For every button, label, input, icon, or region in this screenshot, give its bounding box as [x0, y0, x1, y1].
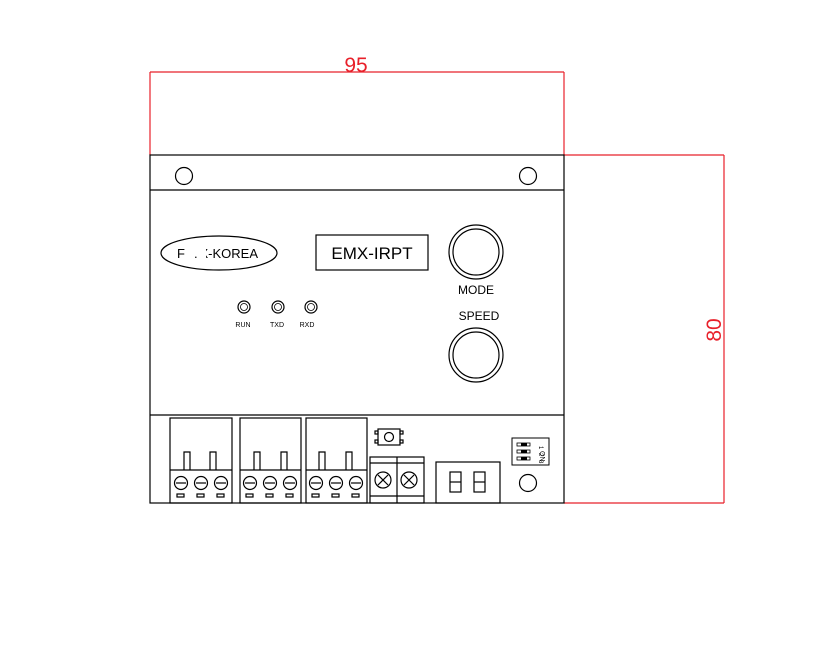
mode-button-inner — [452, 228, 500, 276]
connector — [435, 461, 501, 504]
terminal-block-3 — [305, 417, 368, 504]
terminal-block-2-housing — [239, 417, 302, 504]
width-dimension-label: 95 — [344, 54, 367, 77]
terminal-screw — [328, 475, 344, 491]
connector-housing — [435, 461, 501, 504]
led-run — [237, 300, 251, 314]
speed-button-label: SPEED — [459, 309, 500, 323]
height-dimension-label: 80 — [703, 318, 726, 341]
aux-hole — [518, 473, 538, 493]
terminal-wire-slot — [245, 493, 254, 498]
dip-switch-body — [511, 437, 550, 466]
model-label-box — [315, 234, 429, 271]
terminal-pin — [345, 451, 353, 470]
terminal-wire-slot — [351, 493, 360, 498]
terminal-block-2 — [239, 417, 302, 504]
led-txd-lens — [274, 303, 282, 311]
brand-logo: EMX-KOREA F . — [160, 235, 278, 271]
terminal-screw — [242, 475, 258, 491]
width-dimension — [149, 71, 565, 155]
mode-button-label: MODE — [458, 283, 494, 297]
dip-switch-knob-3 — [521, 457, 527, 460]
terminal-wire-slot — [285, 493, 294, 498]
tact-switch-leg — [399, 439, 404, 444]
terminal-screw — [282, 475, 298, 491]
tact-switch-leg — [374, 439, 379, 444]
dip-switch-number-1: 1 — [537, 446, 543, 450]
power-terminal-screw — [400, 471, 418, 489]
terminal-wire-slot — [216, 493, 225, 498]
dip-switch-knob-1 — [521, 443, 527, 446]
status-leds: RUN TXD RXD — [235, 300, 318, 329]
model-label: EMX-IRPT — [331, 244, 412, 263]
led-run-label: RUN — [235, 322, 250, 329]
mode-button[interactable] — [448, 224, 504, 280]
terminal-block-3-housing — [305, 417, 368, 504]
device-body — [149, 154, 565, 504]
tact-switch-button — [383, 431, 395, 443]
terminal-wire-slot — [196, 493, 205, 498]
terminal-screw — [262, 475, 278, 491]
mounting-hole-left — [174, 166, 194, 186]
terminal-wire-slot — [265, 493, 274, 498]
terminal-pin — [280, 451, 288, 470]
mounting-hole-right — [518, 166, 538, 186]
dip-switch[interactable]: 1 2 3 ON — [511, 437, 550, 466]
logo-partial-glyph: . — [194, 246, 198, 261]
speed-button[interactable] — [448, 327, 504, 383]
terminal-screw — [193, 475, 209, 491]
terminal-screw — [348, 475, 364, 491]
dip-switch-on-label: ON — [538, 451, 545, 462]
led-rxd-lens — [307, 303, 315, 311]
terminal-pin — [183, 451, 191, 470]
dip-switch-knob-2 — [521, 450, 527, 453]
logo-ellipse — [160, 235, 278, 271]
terminal-block-1-housing — [169, 417, 233, 504]
device-outline — [149, 154, 565, 504]
terminal-wire-slot — [311, 493, 320, 498]
led-run-lens — [240, 303, 248, 311]
led-txd-label: TXD — [270, 322, 284, 329]
speed-button-inner — [452, 331, 500, 379]
terminal-screw — [213, 475, 229, 491]
logo-obscured-patch — [176, 246, 206, 260]
terminal-wire-slot — [331, 493, 340, 498]
terminal-pin — [318, 451, 326, 470]
terminal-pin — [209, 451, 217, 470]
led-rxd-label: RXD — [300, 322, 315, 329]
dip-switch-number-2: 2 — [537, 453, 543, 457]
tact-switch-body — [377, 428, 401, 446]
tact-switch[interactable] — [374, 428, 404, 446]
dip-switch-number-3: 3 — [537, 460, 543, 464]
led-rxd — [304, 300, 318, 314]
terminal-screw — [308, 475, 324, 491]
terminal-block-1 — [169, 417, 233, 504]
power-terminal-screw-slot — [403, 474, 415, 486]
speed-button-outer — [448, 327, 504, 383]
led-txd — [271, 300, 285, 314]
mode-button-outer — [448, 224, 504, 280]
power-terminal-screw-slot — [377, 474, 389, 486]
tact-switch-leg — [374, 430, 379, 435]
terminal-wire-slot — [176, 493, 185, 498]
terminal-screw — [173, 475, 189, 491]
tact-switch-leg — [399, 430, 404, 435]
power-terminal — [369, 456, 425, 504]
terminal-pin — [253, 451, 261, 470]
height-dimension — [564, 154, 725, 504]
power-terminal-screw — [374, 471, 392, 489]
logo-partial-glyph: F — [177, 246, 185, 261]
